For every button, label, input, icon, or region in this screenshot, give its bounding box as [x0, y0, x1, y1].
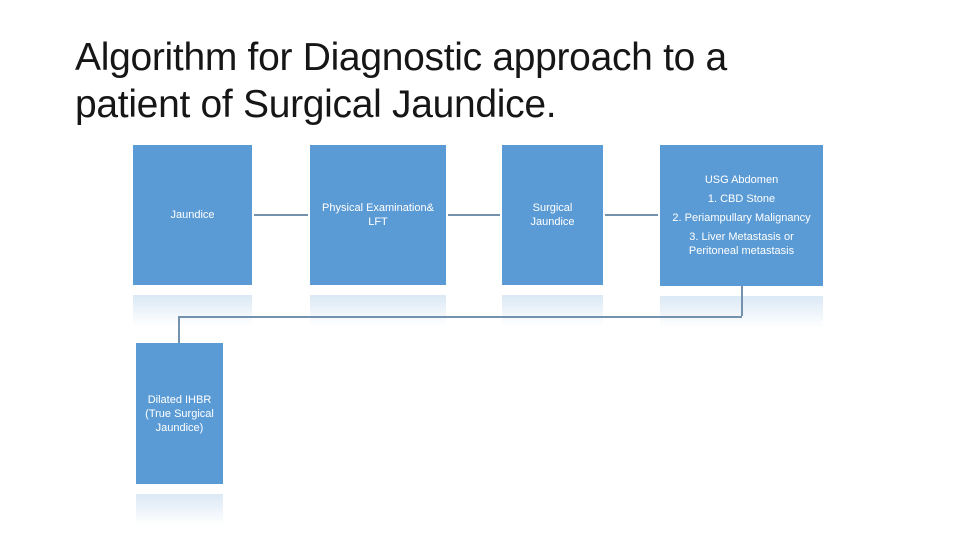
usg-item-liver-metastasis: 3. Liver Metastasis or Peritoneal metast…: [688, 231, 795, 257]
flow-box-surgical-jaundice: Surgical Jaundice: [502, 145, 603, 285]
flow-box-surgical-jaundice-label: Surgical Jaundice: [530, 202, 575, 228]
usg-item-periampullary-malignancy: 2. Periampullary Malignancy: [672, 212, 811, 224]
flow-box-usg-abdomen: USG Abdomen 1. CBD Stone 2. Periampullar…: [660, 145, 823, 286]
connector-down-to-dilated-ihbr: [178, 316, 180, 343]
usg-item-cbd-stone: 1. CBD Stone: [707, 193, 776, 205]
connector-jaundice-to-physical: [254, 214, 308, 216]
flow-box-jaundice-label: Jaundice: [170, 209, 215, 221]
connector-physical-to-surgical: [448, 214, 500, 216]
usg-abdomen-heading: USG Abdomen: [704, 174, 779, 186]
connector-usg-down-segment: [741, 286, 743, 316]
flow-box-jaundice: Jaundice: [133, 145, 252, 285]
flow-box-physical-examination-label: Physical Examination& LFT: [322, 202, 434, 228]
connector-elbow-horizontal-segment: [178, 316, 742, 318]
flow-box-physical-examination: Physical Examination& LFT: [310, 145, 446, 285]
slide-title: Algorithm for Diagnostic approach to a p…: [75, 34, 727, 128]
slide-title-line2: patient of Surgical Jaundice.: [75, 83, 557, 126]
flow-box-dilated-ihbr-label: Dilated IHBR (True Surgical Jaundice): [145, 393, 214, 434]
connector-surgical-to-usg: [605, 214, 658, 216]
slide-title-line1: Algorithm for Diagnostic approach to a: [75, 36, 727, 79]
flow-box-dilated-ihbr: Dilated IHBR (True Surgical Jaundice): [136, 343, 223, 484]
